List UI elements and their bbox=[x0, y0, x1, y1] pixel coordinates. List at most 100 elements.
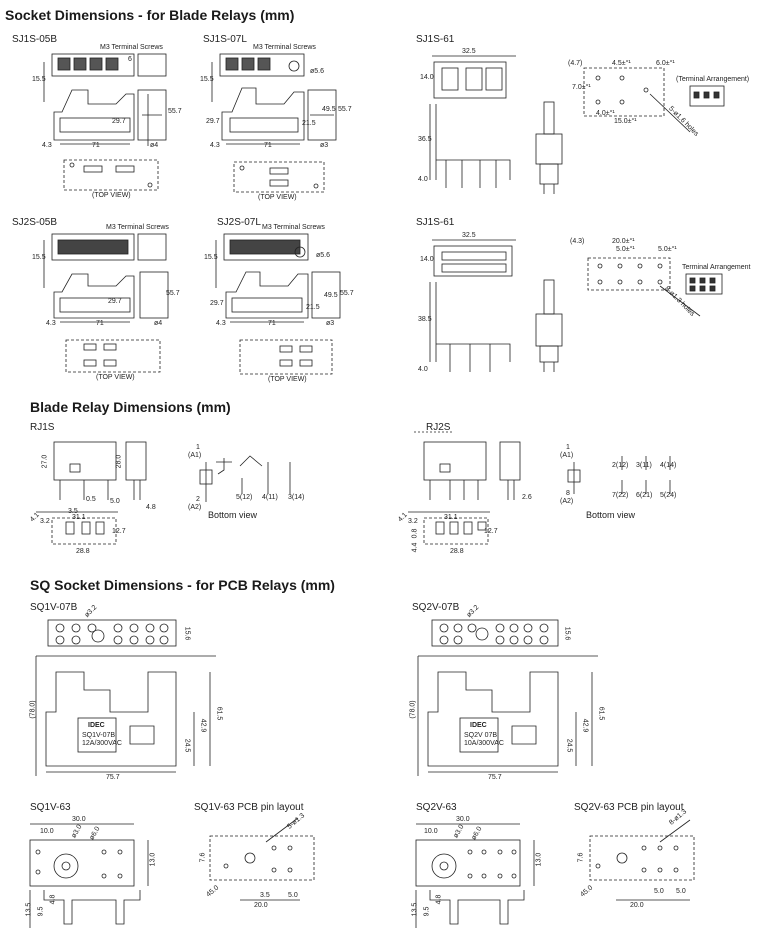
dim-4-5: 4.5±°¹ bbox=[612, 60, 631, 67]
brand-idec-a: IDEC bbox=[88, 722, 105, 729]
dim-5-0-b: 5.0±°¹ bbox=[658, 246, 677, 253]
dim-3-5-a: 3.5 bbox=[68, 508, 78, 515]
note-terminal-arrangement-b: Terminal Arrangement bbox=[682, 264, 751, 271]
dim-2-6: 2.6 bbox=[522, 494, 532, 501]
dim-3-2-a: 3.2 bbox=[40, 518, 50, 525]
section-title-blade-relay: Blade Relay Dimensions (mm) bbox=[30, 399, 231, 415]
brand-idec-b: IDEC bbox=[470, 722, 487, 729]
term-rj2s-14: 4(14) bbox=[660, 462, 677, 469]
dim-phi5-6-a: ø5.6 bbox=[310, 68, 325, 75]
term-rj1s-2: 2 bbox=[196, 496, 200, 503]
term-rj2s-a2: (A2) bbox=[560, 498, 574, 505]
term-rj1s-14: 3(14) bbox=[288, 494, 305, 501]
dim-7-0: 7.0±°¹ bbox=[572, 84, 591, 91]
model-label-rj1s: RJ1S bbox=[30, 422, 55, 433]
term-rj1s-a2: (A2) bbox=[188, 504, 202, 511]
dim-4-3-d: 4.3 bbox=[216, 320, 226, 327]
dim-14-0-b: 14.0 bbox=[420, 256, 434, 263]
dim-10-0-a: 10.0 bbox=[40, 828, 54, 835]
term-rj1s-12: 5(12) bbox=[236, 494, 253, 501]
section-title-socket-blade: Socket Dimensions - for Blade Relays (mm… bbox=[5, 7, 295, 23]
model-label-rj2s: RJ2S bbox=[426, 422, 451, 433]
note-terminal-arrangement-a: (Terminal Arrangement) bbox=[676, 76, 750, 83]
caption-bottom-view-2: Bottom view bbox=[586, 510, 636, 520]
dim-phi4: ø4 bbox=[150, 142, 159, 149]
dim-15-0: 15.0±°¹ bbox=[614, 118, 637, 125]
dim-12-7-b: 12.7 bbox=[484, 528, 498, 535]
dim-4-3-b: 4.3 bbox=[210, 142, 220, 149]
dim-6: 6 bbox=[128, 56, 132, 63]
dim-4-3-c: 4.3 bbox=[46, 320, 56, 327]
dim-4-3-paren: (4.3) bbox=[570, 238, 585, 245]
dim-5-0-pcb-b1: 5.0 bbox=[654, 888, 664, 895]
note-m3-screws-2: M3 Terminal Screws bbox=[253, 44, 316, 51]
dim-phi5-6-b: ø5.6 bbox=[316, 252, 331, 259]
dim-4-0-a: 4.0 bbox=[418, 176, 428, 183]
dim-15-5-d: 15.5 bbox=[204, 254, 218, 261]
model-label-sj2s-07l: SJ2S-07L bbox=[217, 217, 261, 228]
dim-20-0: 20.0±°¹ bbox=[612, 238, 635, 245]
label-rating-a: 12A/300VAC bbox=[82, 740, 122, 747]
model-label-sj2s-05b: SJ2S-05B bbox=[12, 217, 58, 228]
dim-phi4-c: ø4 bbox=[154, 320, 163, 327]
label-model-a: SQ1V-07B bbox=[82, 732, 116, 739]
dim-phi3: ø3 bbox=[320, 142, 329, 149]
dim-10-0-b: 10.0 bbox=[424, 828, 438, 835]
dim-71-b: 71 bbox=[264, 142, 272, 149]
dim-32-5-a: 32.5 bbox=[462, 48, 476, 55]
note-m3-screws-3: M3 Terminal Screws bbox=[106, 224, 169, 231]
dim-55-7: 55.7 bbox=[168, 108, 182, 115]
term-rj2s-21: 6(21) bbox=[636, 492, 653, 499]
model-label-sq1v-07b: SQ1V-07B bbox=[30, 602, 78, 613]
dim-30-0-b: 30.0 bbox=[456, 816, 470, 823]
dim-7-6-b: 7.6 bbox=[577, 852, 585, 863]
dim-71-c: 71 bbox=[96, 320, 104, 327]
dim-49-5: 49.5 bbox=[322, 106, 336, 113]
dim-28-8-b: 28.8 bbox=[450, 548, 464, 555]
dim-15-5: 15.5 bbox=[32, 76, 46, 83]
dim-31-1-b: 31.1 bbox=[444, 514, 458, 521]
dim-0-5-a: 0.5 bbox=[86, 496, 96, 503]
dim-14-0-a: 14.0 bbox=[420, 74, 434, 81]
model-label-sq1v-63-pcb: SQ1V-63 PCB pin layout bbox=[194, 802, 304, 813]
dim-4-0-b: 4.0 bbox=[418, 366, 428, 373]
dim-15-5-b: 15.5 bbox=[200, 76, 214, 83]
term-rj2s-8: 8 bbox=[566, 490, 570, 497]
term-rj2s-11: 3(11) bbox=[636, 462, 652, 469]
model-label-sq2v-63: SQ2V-63 bbox=[416, 802, 457, 813]
dim-49-5-b: 49.5 bbox=[324, 292, 338, 299]
label-rating-b: 10A/300VAC bbox=[464, 740, 504, 747]
model-label-sj1s-61-b: SJ1S-61 bbox=[416, 217, 455, 228]
dim-55-7-d: 55.7 bbox=[340, 290, 354, 297]
note-m3-screws-4: M3 Terminal Screws bbox=[262, 224, 325, 231]
term-rj1s-a1: (A1) bbox=[188, 452, 202, 459]
dim-5-0-pcb-a: 5.0 bbox=[288, 892, 298, 899]
note-m3-screws-1: M3 Terminal Screws bbox=[100, 44, 163, 51]
dim-12-7-a: 12.7 bbox=[112, 528, 126, 535]
dim-55-7-b: 55.7 bbox=[338, 106, 352, 113]
dim-30-0-a: 30.0 bbox=[72, 816, 86, 823]
dim-71: 71 bbox=[92, 142, 100, 149]
model-label-sj1s-61-a: SJ1S-61 bbox=[416, 34, 455, 45]
dim-55-7-c: 55.7 bbox=[166, 290, 180, 297]
dim-20-0-pcb-b: 20.0 bbox=[630, 902, 644, 909]
caption-top-view-3: (TOP VIEW) bbox=[96, 374, 135, 381]
term-rj1s-1: 1 bbox=[196, 444, 200, 451]
label-model-b: SQ2V 07B bbox=[464, 732, 498, 739]
dim-5-0-a: 5.0±°¹ bbox=[616, 246, 635, 253]
dim-15-5-c: 15.5 bbox=[32, 254, 46, 261]
term-rj2s-1: 1 bbox=[566, 444, 570, 451]
caption-bottom-view-1: Bottom view bbox=[208, 510, 258, 520]
